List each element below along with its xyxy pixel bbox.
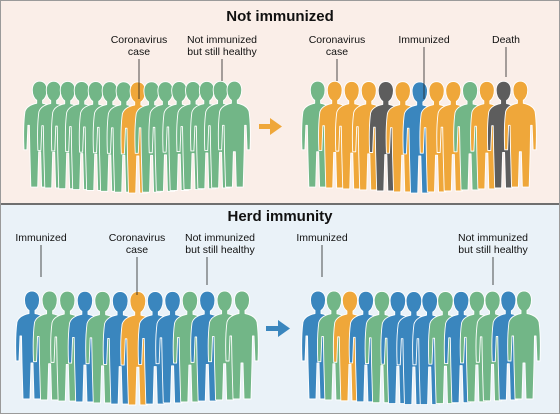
label-coronavirus-case-after: Coronavirus — [309, 34, 366, 46]
population-after — [301, 290, 541, 406]
label-not-immunized-healthy-line2: but still healthy — [187, 46, 257, 58]
label-immunized: Immunized — [398, 34, 450, 46]
person-case-icon — [503, 80, 537, 188]
label-not-immunized-healthy-after-line2: but still healthy — [458, 244, 528, 256]
arrow-icon — [266, 320, 290, 337]
panel-divider — [1, 203, 559, 205]
label-immunized: Immunized — [15, 232, 67, 244]
label-coronavirus-case: Coronavirus — [111, 34, 168, 46]
label-coronavirus-case-line2: case — [128, 46, 150, 58]
not-immunized-illustration: Not immunized Coronavirus case Not immun… — [1, 1, 559, 203]
herd-immunity-illustration: Herd immunity Immunized Coronavirus case… — [1, 205, 559, 413]
arrow-icon — [259, 118, 282, 135]
population-before — [15, 290, 259, 406]
label-not-immunized-healthy-after: Not immunized — [458, 232, 528, 244]
label-coronavirus-case: Coronavirus — [109, 232, 166, 244]
person-healthy-icon — [507, 290, 541, 400]
label-immunized-after: Immunized — [296, 232, 348, 244]
panel-herd-immunity: Herd immunity Immunized Coronavirus case… — [1, 205, 559, 413]
panel-title: Herd immunity — [227, 208, 333, 225]
label-death: Death — [492, 34, 520, 46]
person-healthy-icon — [225, 290, 259, 400]
label-not-immunized-healthy: Not immunized — [187, 34, 257, 46]
label-coronavirus-case-line2: case — [126, 244, 148, 256]
population-before — [23, 80, 251, 194]
label-coronavirus-case-after-line2: case — [326, 46, 348, 58]
population-after — [301, 80, 537, 194]
label-not-immunized-healthy-line2: but still healthy — [185, 244, 255, 256]
label-not-immunized-healthy: Not immunized — [185, 232, 255, 244]
person-healthy-icon — [217, 80, 251, 188]
panel-title: Not immunized — [226, 8, 334, 25]
panel-not-immunized: Not immunized Coronavirus case Not immun… — [1, 1, 559, 203]
